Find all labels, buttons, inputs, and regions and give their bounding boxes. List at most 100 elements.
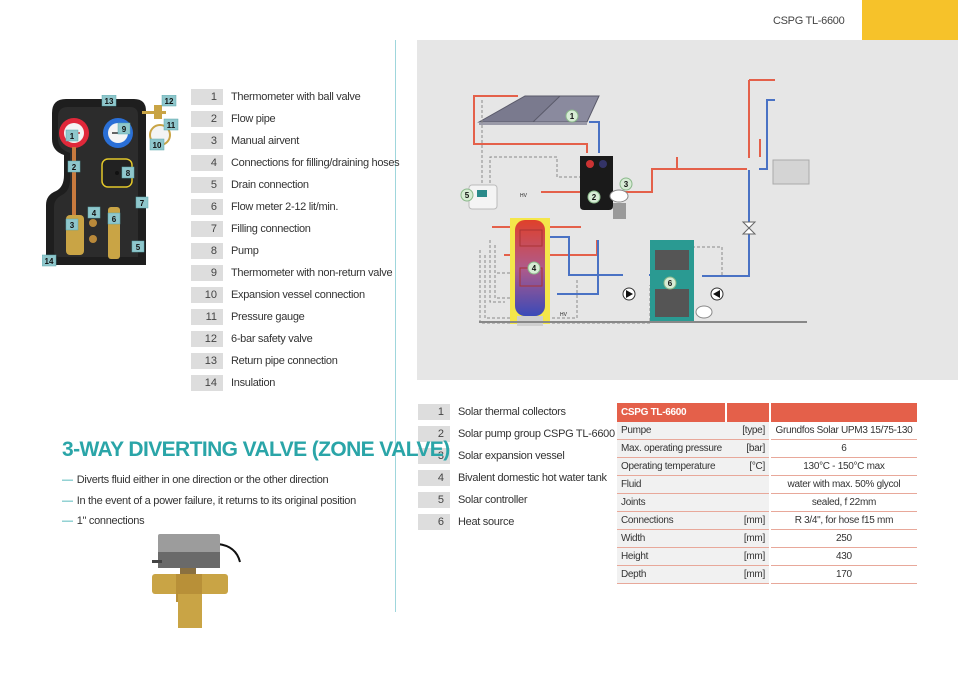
spec-row: Max. operating pressure[bar]6 (617, 439, 917, 458)
item-label: Pressure gauge (231, 311, 305, 323)
callout-3: 3 (70, 221, 75, 230)
callout-13: 13 (105, 97, 114, 106)
diagram-marker-2: 2 (592, 193, 597, 202)
item-number: 3 (191, 133, 223, 149)
item-label: Bivalent domestic hot water tank (458, 472, 607, 484)
callout-9: 9 (122, 125, 127, 134)
item-number: 4 (191, 155, 223, 171)
feature-text: In the event of a power failure, it retu… (76, 494, 357, 507)
callout-10: 10 (153, 141, 162, 150)
diagram-marker-4: 4 (532, 264, 537, 273)
diagram-marker-6: 6 (668, 279, 673, 288)
section-title: 3-WAY DIVERTING VALVE (ZONE VALVE) (62, 438, 450, 461)
solar-collectors (477, 95, 600, 125)
diagram-marker-1: 1 (570, 112, 575, 121)
item-label: Connections for filling/draining hoses (231, 157, 400, 169)
callout-11: 11 (167, 121, 176, 130)
dash-icon: — (62, 474, 73, 486)
item-label: Filling connection (231, 223, 311, 235)
spec-name: Height (617, 547, 726, 566)
spec-row: Pumpe[type]Grundfos Solar UPM3 15/75-130 (617, 422, 917, 440)
spec-table-title: CSPG TL-6600 (617, 403, 726, 422)
callout-2: 2 (72, 163, 77, 172)
spec-unit: [mm] (725, 529, 770, 548)
spec-name: Operating temperature (617, 457, 726, 476)
item-label: Heat source (458, 516, 515, 528)
callout-1: 1 (70, 132, 75, 141)
spec-row: Connections[mm]R 3/4", for hose f15 mm (617, 511, 917, 530)
spec-name: Connections (617, 511, 726, 530)
callout-14: 14 (45, 257, 54, 266)
dash-icon: — (62, 515, 73, 527)
spec-row: Operating temperature[°C]130°C - 150°C m… (617, 457, 917, 476)
item-number: 9 (191, 265, 223, 281)
feature-item: —In the event of a power failure, it ret… (62, 493, 356, 514)
item-number: 5 (418, 492, 450, 508)
spec-unit: [type] (725, 422, 770, 440)
parts-list-item: 4 Connections for filling/draining hoses (191, 152, 400, 174)
item-number: 4 (418, 470, 450, 486)
spec-value: R 3/4", for hose f15 mm (768, 511, 917, 530)
spec-row: Height[mm]430 (617, 547, 917, 566)
hv-label-bottom: HV (560, 312, 568, 318)
callout-6: 6 (112, 215, 117, 224)
dash-icon: — (62, 494, 73, 507)
spec-name: Max. operating pressure (617, 439, 726, 458)
callout-8: 8 (126, 169, 131, 178)
header-accent-tab (862, 0, 958, 40)
legend-item: 2 Solar pump group CSPG TL-6600 (418, 423, 615, 445)
item-label: Solar pump group CSPG TL-6600 (458, 428, 615, 440)
item-label: Expansion vessel connection (231, 289, 365, 301)
spec-name: Width (617, 529, 726, 548)
item-label: Thermometer with non-return valve (231, 267, 393, 279)
item-label: Manual airvent (231, 135, 299, 147)
spec-name: Pumpe (617, 422, 726, 440)
item-number: 2 (418, 426, 450, 442)
parts-list-item: 3 Manual airvent (191, 130, 399, 152)
item-label: Solar expansion vessel (458, 450, 565, 462)
diagram-marker-5: 5 (465, 191, 470, 200)
legend-item: 4 Bivalent domestic hot water tank (418, 467, 615, 489)
valve-feature-list: —Diverts fluid either in one direction o… (62, 472, 356, 534)
item-number: 11 (191, 309, 223, 325)
callout-7: 7 (140, 199, 145, 208)
radiator (772, 159, 810, 185)
spec-value: sealed, f 22mm (768, 493, 917, 512)
spec-value: 430 (768, 547, 917, 566)
callout-4: 4 (92, 209, 97, 218)
item-number: 6 (191, 199, 223, 215)
heat-source-boiler (650, 240, 694, 322)
zone-valve-photo (152, 534, 241, 628)
spec-unit: [mm] (725, 565, 770, 584)
feature-text: Diverts fluid either in one direction or… (76, 474, 329, 486)
item-label: Insulation (231, 377, 276, 389)
item-label: Flow meter 2-12 lit/min. (231, 201, 339, 213)
spec-value: Grundfos Solar UPM3 15/75-130 (768, 422, 917, 440)
item-number: 7 (191, 221, 223, 237)
feature-text: 1" connections (76, 515, 145, 527)
callout-12: 12 (165, 97, 174, 106)
feature-item: —1" connections (62, 513, 356, 534)
spec-unit (725, 493, 770, 512)
item-number: 8 (191, 243, 223, 259)
callout-5: 5 (136, 243, 141, 252)
column-divider (395, 40, 396, 612)
spec-unit (725, 475, 770, 494)
item-number: 12 (191, 331, 223, 347)
item-label: Thermometer with ball valve (231, 91, 361, 103)
item-label: Solar controller (458, 494, 528, 506)
